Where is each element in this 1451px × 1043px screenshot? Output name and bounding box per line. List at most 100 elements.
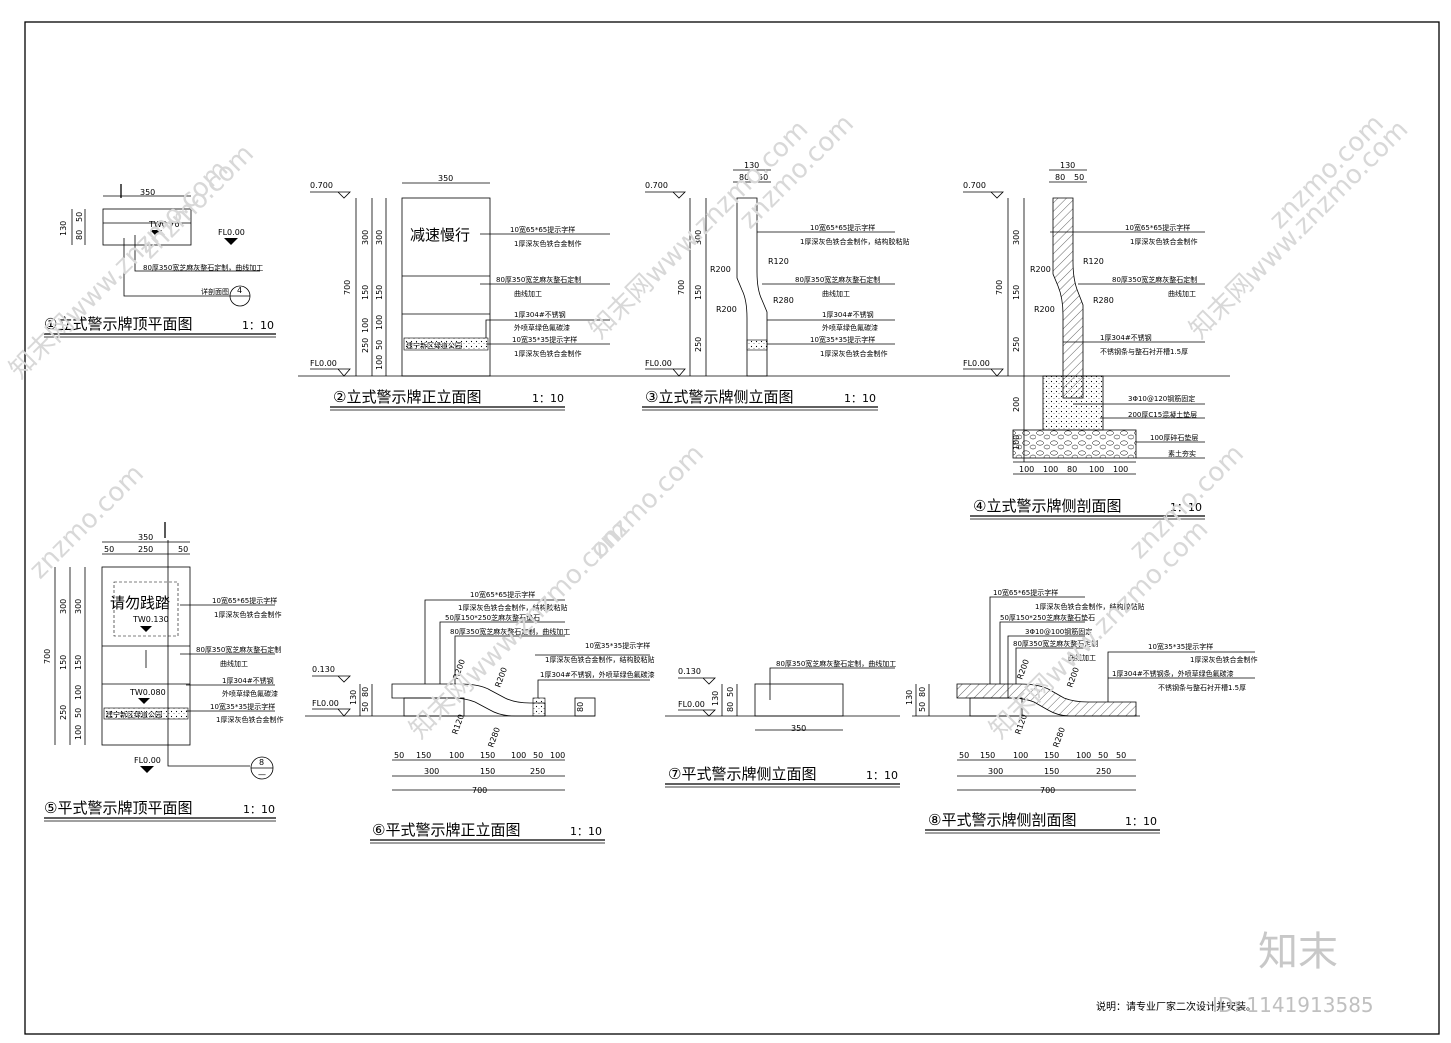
svg-text:100: 100 xyxy=(74,685,83,700)
svg-text:R200: R200 xyxy=(1030,265,1051,274)
svg-text:10宽35*35提示字样: 10宽35*35提示字样 xyxy=(1148,642,1213,651)
title-v8: ⑧平式警示牌侧剖面图 xyxy=(928,811,1076,829)
svg-text:10宽35*35提示字样: 10宽35*35提示字样 xyxy=(512,335,577,344)
svg-text:知末网www.znzmo.com: 知末网www.znzmo.com xyxy=(404,514,635,745)
svg-text:50: 50 xyxy=(375,340,384,350)
svg-text:700: 700 xyxy=(1040,786,1055,795)
svg-text:150: 150 xyxy=(1044,767,1059,776)
footer-note: 说明：请专业厂家二次设计并安装。 xyxy=(1096,1000,1256,1013)
level-tw070: TW0.70 xyxy=(148,220,180,229)
image-id-watermark: ID: 1141913585 xyxy=(1212,993,1374,1017)
svg-text:130: 130 xyxy=(349,690,358,705)
svg-text:曲线加工: 曲线加工 xyxy=(220,659,248,668)
svg-text:300: 300 xyxy=(988,767,1003,776)
level-0700: 0.700 xyxy=(310,181,333,190)
svg-text:1厚304#不锈钢条，外喷草绿色氟碳漆: 1厚304#不锈钢条，外喷草绿色氟碳漆 xyxy=(1112,669,1234,678)
svg-text:R120: R120 xyxy=(1083,257,1104,266)
svg-text:80厚350宽芝麻灰整石定制: 80厚350宽芝麻灰整石定制 xyxy=(196,645,281,654)
svg-text:250: 250 xyxy=(361,338,370,353)
svg-text:R280: R280 xyxy=(486,726,502,749)
svg-text:700: 700 xyxy=(677,280,686,295)
svg-text:FL0.00: FL0.00 xyxy=(678,700,705,709)
svg-text:80厚350宽芝麻灰整石定制，曲线加工: 80厚350宽芝麻灰整石定制，曲线加工 xyxy=(776,659,896,668)
svg-text:50: 50 xyxy=(1116,751,1126,760)
sign-text-slow: 减速慢行 xyxy=(410,226,470,244)
svg-text:80厚350宽芝麻灰整石定制: 80厚350宽芝麻灰整石定制 xyxy=(1013,639,1098,648)
scale-v6: 1：10 xyxy=(570,825,602,838)
svg-text:150: 150 xyxy=(694,285,703,300)
svg-text:1厚深灰色铁合金制作，结构胶粘贴: 1厚深灰色铁合金制作，结构胶粘贴 xyxy=(1035,602,1144,611)
svg-text:350: 350 xyxy=(791,724,806,733)
svg-text:200: 200 xyxy=(1012,397,1021,412)
svg-text:80厚350宽芝麻灰整石定制: 80厚350宽芝麻灰整石定制 xyxy=(1112,275,1197,284)
svg-text:50: 50 xyxy=(918,702,927,712)
svg-text:150: 150 xyxy=(361,285,370,300)
svg-text:10宽65*65提示字样: 10宽65*65提示字样 xyxy=(810,223,875,232)
svg-text:100: 100 xyxy=(1076,751,1091,760)
svg-text:80厚350宽芝麻灰整石定制: 80厚350宽芝麻灰整石定制 xyxy=(795,275,880,284)
dim-50: 50 xyxy=(75,212,84,222)
svg-text:知末网www.znzmo.com: 知末网www.znzmo.com xyxy=(584,114,815,345)
svg-text:130: 130 xyxy=(905,690,914,705)
svg-text:外喷草绿色氟碳漆: 外喷草绿色氟碳漆 xyxy=(822,323,878,332)
svg-text:300: 300 xyxy=(361,230,370,245)
svg-text:3Φ10@120钢筋固定: 3Φ10@120钢筋固定 xyxy=(1128,394,1195,403)
svg-text:100: 100 xyxy=(375,315,384,330)
brand-watermark: 知末 xyxy=(1258,929,1338,975)
svg-text:R280: R280 xyxy=(1051,726,1067,749)
title-v7: ⑦平式警示牌侧立面图 xyxy=(668,765,816,783)
svg-text:50厚150*250芝麻灰整石垫石: 50厚150*250芝麻灰整石垫石 xyxy=(1000,613,1095,622)
svg-text:曲线加工: 曲线加工 xyxy=(822,289,850,298)
svg-text:100: 100 xyxy=(449,751,464,760)
svg-text:150: 150 xyxy=(416,751,431,760)
svg-text:80: 80 xyxy=(1055,173,1065,182)
svg-text:100: 100 xyxy=(511,751,526,760)
svg-text:1厚深灰色铁合金制作: 1厚深灰色铁合金制作 xyxy=(216,715,283,724)
svg-text:R120: R120 xyxy=(768,257,789,266)
svg-text:1厚304#不锈钢，外喷草绿色氟碳漆: 1厚304#不锈钢，外喷草绿色氟碳漆 xyxy=(540,670,655,679)
scale-v8: 1：10 xyxy=(1125,815,1157,828)
svg-text:100: 100 xyxy=(74,725,83,740)
svg-text:10宽35*35提示字样: 10宽35*35提示字样 xyxy=(810,335,875,344)
svg-text:FL0.00: FL0.00 xyxy=(312,699,339,708)
svg-text:100: 100 xyxy=(375,355,384,370)
svg-text:1厚深灰色铁合金制作，结构胶粘贴: 1厚深灰色铁合金制作，结构胶粘贴 xyxy=(458,603,567,612)
view-5-flat-top-plan: 建宁新区绿道公园 请勿践踏 TW0.130 TW0.080 8 — 350 50… xyxy=(43,522,283,822)
svg-text:80: 80 xyxy=(576,702,585,712)
svg-text:250: 250 xyxy=(1012,337,1021,352)
svg-text:100: 100 xyxy=(1019,465,1034,474)
svg-text:50: 50 xyxy=(726,687,735,697)
title-v6: ⑥平式警示牌正立面图 xyxy=(372,821,520,839)
svg-text:50厚150*250芝麻灰整石垫石: 50厚150*250芝麻灰整石垫石 xyxy=(445,613,540,622)
svg-text:100: 100 xyxy=(550,751,565,760)
svg-text:TW0.130: TW0.130 xyxy=(132,615,169,624)
svg-text:10宽65*65提示字样: 10宽65*65提示字样 xyxy=(1125,223,1190,232)
scale-v2: 1：10 xyxy=(532,392,564,405)
svg-text:50: 50 xyxy=(758,173,768,182)
level-fl: FL0.00 xyxy=(218,228,245,237)
svg-text:100: 100 xyxy=(1113,465,1128,474)
svg-text:知末网www.znzmo.com: 知末网www.znzmo.com xyxy=(1184,114,1415,345)
title-v2: ②立式警示牌正立面图 xyxy=(333,388,481,406)
svg-text:10宽35*35提示字样: 10宽35*35提示字样 xyxy=(210,702,275,711)
svg-text:130: 130 xyxy=(744,161,759,170)
svg-text:350: 350 xyxy=(438,174,453,183)
svg-text:FL0.00: FL0.00 xyxy=(963,359,990,368)
svg-text:znzmo.com: znzmo.com xyxy=(24,459,150,585)
svg-text:FL0.00: FL0.00 xyxy=(134,756,161,765)
svg-text:10宽65*65提示字样: 10宽65*65提示字样 xyxy=(510,225,575,234)
level-fl-v2: FL0.00 xyxy=(310,359,337,368)
svg-text:外喷草绿色氟碳漆: 外喷草绿色氟碳漆 xyxy=(514,323,570,332)
svg-text:150: 150 xyxy=(480,751,495,760)
svg-text:350: 350 xyxy=(138,533,153,542)
svg-text:700: 700 xyxy=(43,649,52,664)
view-3-side-elevation: 0.700 FL0.00 130 80 50 700 300 150 250 R… xyxy=(642,161,909,411)
svg-text:10宽65*65提示字样: 10宽65*65提示字样 xyxy=(993,588,1058,597)
svg-text:50: 50 xyxy=(104,545,114,554)
view-8-flat-side-section: 130 50 80 10宽65*65提示字样 1厚深灰色铁合金制作，结构胶粘贴 … xyxy=(905,588,1257,834)
svg-text:0.700: 0.700 xyxy=(963,181,986,190)
svg-text:80: 80 xyxy=(361,687,370,697)
svg-text:建宁新区绿道公园: 建宁新区绿道公园 xyxy=(106,710,162,719)
svg-text:1厚深灰色铁合金制作: 1厚深灰色铁合金制作 xyxy=(214,610,281,619)
svg-text:10宽65*65提示字样: 10宽65*65提示字样 xyxy=(212,596,277,605)
